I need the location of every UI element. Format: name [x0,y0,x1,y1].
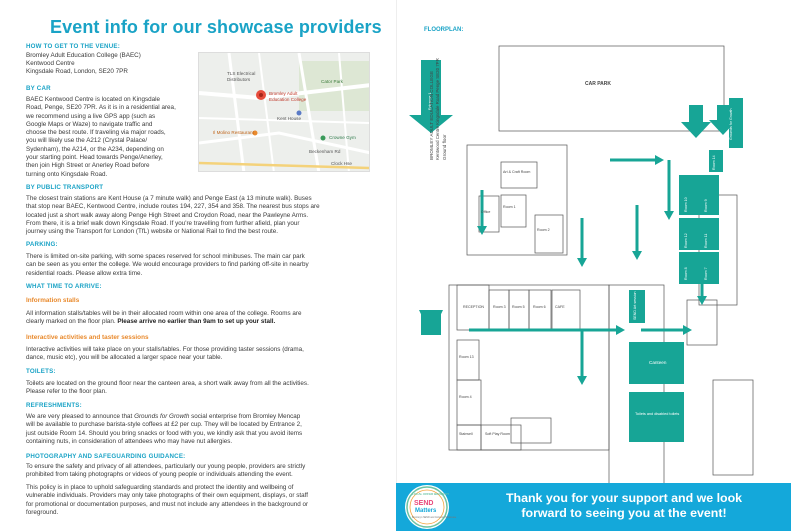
map-label-kent-house: Kent House [277,116,302,121]
send-matters-logo: LOCAL OFFER BROMLEY SEND Matters Bromley… [405,485,456,529]
venue-line2: Kentwood Centre [26,60,75,67]
room-9-label: Room 9 [704,199,708,212]
room-13-label: Room 13 [459,355,474,359]
grounds-for-growth-label: Grounds for Growth [729,108,733,140]
photo-heading: PHOTOGRAPHY AND SAFEGUARDING GUIDANCE: [26,453,186,460]
send-art-label: SEND Art session [633,291,637,320]
room-4-label: Room 4 [459,395,472,399]
room-1-label: Room 1 [503,205,516,209]
logo-send-text: SEND [414,500,434,507]
room-8-label: Room 8 [684,267,688,280]
room-11-label: Room 11 [704,233,708,248]
car-park-label: CAR PARK [585,81,612,87]
room-14-label: Room 14 [712,155,716,170]
by-car-text: BAEC Kentwood Centre is located on Kings… [26,96,176,178]
parking-heading: PARKING: [26,241,58,248]
grounds-for-growth-box [729,98,743,148]
artcraft-label: Art & Craft Room [503,170,531,174]
taster-heading: Interactive activities and taster sessio… [26,334,149,341]
reception-label: RECEPTION [463,305,484,309]
map-label-cator-park: Cator Park [321,79,343,84]
map-label-tls: TLS Electrical [227,71,256,76]
stalls-text: All information stalls/tables will be in… [26,310,302,326]
room-6-label: Room 6 [533,305,546,309]
logo-top-text: LOCAL OFFER BROMLEY [412,492,450,496]
office-label: Office [481,210,491,214]
map-label-tls2: Distributors [227,77,251,82]
venue-heading: HOW TO GET TO THE VENUE: [26,43,120,50]
parking-text: There is limited on-site parking, with s… [26,253,309,277]
by-car-heading: BY CAR [26,85,51,92]
venue-line3: Kingsdale Road, London, SE20 7PR [26,68,128,75]
stairwell-label: Stairwell [459,432,473,436]
map-pin-label2: Education College [269,97,307,102]
map-label-crowne: Crowne Gym [329,135,356,140]
ground-floor-label: Ground floor [442,134,447,160]
toilets-label: Toilets and disabled toilets [635,412,680,416]
transport-heading: BY PUBLIC TRANSPORT [26,184,104,191]
entrance-3-label: Entrance 3 [712,100,716,118]
page-title: Event info for our showcase providers [50,17,382,37]
arrive-heading: WHAT TIME TO ARRIVE: [26,283,102,290]
info-page: Event info for our showcase providers HO… [0,0,395,531]
toilets-text: Toilets are located on the ground floor … [26,380,309,396]
floorplan-drawing [409,45,754,483]
canteen-label: Canteen [649,360,667,365]
room-3-label: Room 3 [493,305,506,309]
cafe-label: CAFE [555,305,565,309]
room-2-label: Room 2 [537,228,550,232]
banner-message: Thank you for your support and we look f… [505,491,743,520]
map-label-restaurant: Il Molino Restaurant [213,130,254,135]
location-map[interactable]: TLS Electrical Distributors Bromley Adul… [198,52,370,172]
refreshments-text: We are very pleased to announce that Gro… [26,413,303,445]
floorplan-heading: FLOORPLAN: [424,27,464,33]
building-name: BROMLEY ADULT EDUCATION COLLEGE [429,70,434,160]
map-label-beckenham: Beckenham Rd [309,149,341,154]
toilets-heading: TOILETS: [26,368,56,375]
room-10-label: Room 10 [684,197,688,212]
refreshments-heading: REFRESHMENTS: [26,402,82,409]
photo-text-2: This policy is in place to uphold safegu… [26,484,309,516]
room-5-label: Room 5 [512,305,525,309]
stalls-heading: Information stalls [26,297,80,304]
soft-play-label: Soft Play Room [485,432,510,436]
map-pin-label: Bromley Adult [269,91,298,96]
transport-text: The closest train stations are Kent Hous… [26,195,320,236]
photo-text-1: To ensure the safety and privacy of all … [26,463,306,479]
map-label-clock-house: Clock Hse [331,161,352,166]
logo-matters-text: Matters [415,508,437,514]
room-12-label: Room 12 [684,233,688,248]
building-address: Kentwood Centre Kingsdale Road Penge SE2… [435,58,440,160]
floorplan-page: FLOORPLAN: [396,0,791,531]
thank-you-banner [396,483,791,531]
room-7-label: Room 7 [704,267,708,280]
logo-sub-text: Bromley's SEND and Inclusion Showcase [412,516,457,519]
venue-line1: Bromley Adult Education College (BAEC) [26,52,141,59]
taster-text: Interactive activities will take place o… [26,346,304,362]
